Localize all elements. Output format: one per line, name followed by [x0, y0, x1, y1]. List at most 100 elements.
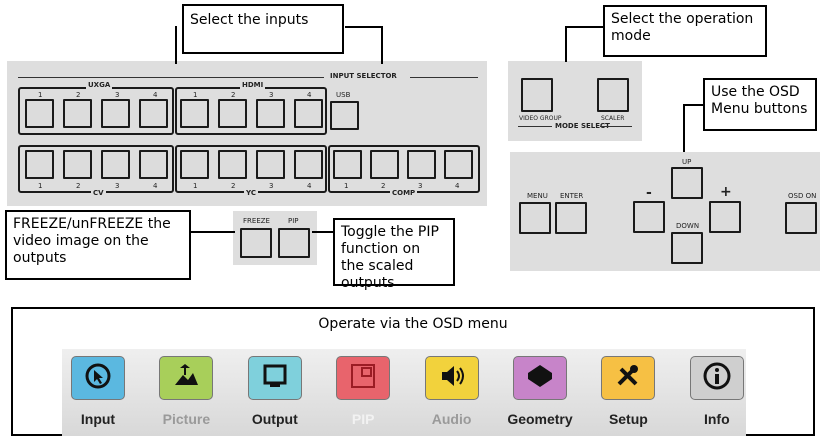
cursor-icon	[83, 361, 113, 395]
freeze-leader	[191, 231, 235, 233]
enter-button[interactable]	[555, 202, 587, 234]
comp-input-1-button[interactable]	[333, 150, 362, 179]
uxga-number-3: 3	[115, 91, 120, 99]
uxga-number-1: 1	[38, 91, 43, 99]
osd-menu-pip-button[interactable]	[336, 356, 391, 400]
hdmi-input-1-button[interactable]	[180, 99, 209, 128]
osd-buttons-leader-h	[683, 104, 705, 106]
video-group-label: VIDEO GROUP	[519, 115, 562, 122]
osd-menu-picture-button[interactable]	[159, 356, 214, 400]
tools-icon	[613, 361, 643, 395]
yc-number-3: 3	[269, 182, 274, 190]
osd-menu-setup-label: Setup	[608, 411, 648, 427]
yc-number-1: 1	[193, 182, 198, 190]
operation-mode-leader-h	[565, 26, 605, 28]
hdmi-input-4-button[interactable]	[294, 99, 323, 128]
comp-input-4-button[interactable]	[444, 150, 473, 179]
osd-menu-geometry-button[interactable]	[513, 356, 567, 400]
osd-menu-pip-label: PIP	[351, 411, 375, 427]
menu-label: MENU	[527, 192, 548, 200]
select-inputs-callout: Select the inputs	[182, 4, 344, 54]
yc-number-2: 2	[231, 182, 236, 190]
hdmi-group-label: HDMI	[240, 81, 266, 89]
uxga-input-4-button[interactable]	[139, 99, 168, 128]
osd-menu-output-label: Output	[251, 411, 298, 427]
yc-input-1-button[interactable]	[180, 150, 209, 179]
osd-menu-info-button[interactable]	[689, 356, 744, 400]
operation-mode-callout: Select the operation mode	[603, 5, 767, 57]
scaler-button[interactable]	[597, 78, 629, 112]
osd-menu-output-button[interactable]	[247, 356, 302, 400]
info-icon	[702, 361, 732, 395]
cv-input-2-button[interactable]	[63, 150, 92, 179]
osd-menu-input-label: Input	[80, 411, 116, 427]
comp-input-3-button[interactable]	[407, 150, 436, 179]
hdmi-input-2-button[interactable]	[218, 99, 247, 128]
select-inputs-leader-h	[345, 26, 383, 28]
freeze-callout: FREEZE/unFREEZE the video image on the o…	[5, 210, 191, 280]
picture-icon	[171, 361, 201, 395]
up-button[interactable]	[671, 167, 703, 199]
mode-select-line-right	[600, 126, 632, 127]
osd-buttons-callout: Use the OSD Menu buttons	[703, 78, 817, 131]
plus-button[interactable]	[709, 201, 741, 233]
usb-button[interactable]	[330, 101, 359, 130]
hdmi-number-4: 4	[307, 91, 312, 99]
cv-input-1-button[interactable]	[25, 150, 54, 179]
operation-mode-leader-v	[565, 26, 567, 62]
uxga-input-1-button[interactable]	[25, 99, 54, 128]
pip-button[interactable]	[278, 228, 310, 258]
hdmi-number-2: 2	[231, 91, 236, 99]
pip-leader	[312, 231, 334, 233]
mode-select-title: MODE SELECT	[555, 122, 610, 130]
osd-menu-audio-button[interactable]	[424, 356, 479, 400]
hdmi-input-3-button[interactable]	[256, 99, 285, 128]
enter-label: ENTER	[560, 192, 584, 200]
uxga-input-2-button[interactable]	[63, 99, 92, 128]
uxga-number-4: 4	[153, 91, 158, 99]
osd-menu-geometry-label: Geometry	[507, 411, 573, 427]
minus-label: -	[646, 185, 652, 201]
osd-menu-audio-label: Audio	[431, 411, 472, 427]
video-group-button[interactable]	[521, 78, 553, 112]
up-label: UP	[682, 158, 692, 166]
down-label: DOWN	[676, 222, 700, 230]
uxga-group-label: UXGA	[86, 81, 113, 89]
select-inputs-leader-v2	[381, 26, 383, 64]
cv-input-4-button[interactable]	[139, 150, 168, 179]
comp-number-1: 1	[344, 182, 349, 190]
hdmi-number-1: 1	[193, 91, 198, 99]
comp-input-2-button[interactable]	[370, 150, 399, 179]
selector-title-line-right	[410, 77, 478, 78]
down-button[interactable]	[671, 232, 703, 264]
osd-menu-info-label: Info	[703, 411, 730, 427]
yc-input-3-button[interactable]	[256, 150, 285, 179]
cv-number-4: 4	[153, 182, 158, 190]
minus-button[interactable]	[633, 201, 665, 233]
cv-number-3: 3	[115, 182, 120, 190]
select-inputs-leader-v	[175, 26, 177, 64]
comp-number-4: 4	[455, 182, 460, 190]
osd-on-label: OSD ON	[788, 192, 817, 200]
osd-menu-picture-label: Picture	[162, 411, 211, 427]
cv-number-2: 2	[76, 182, 81, 190]
comp-number-2: 2	[381, 182, 386, 190]
cv-group-label: CV	[91, 189, 106, 197]
cv-number-1: 1	[38, 182, 43, 190]
osd-menu-setup-button[interactable]	[601, 356, 656, 400]
geometry-icon	[525, 361, 555, 395]
freeze-button[interactable]	[240, 228, 272, 258]
yc-input-2-button[interactable]	[218, 150, 247, 179]
menu-button[interactable]	[519, 202, 551, 234]
cv-input-3-button[interactable]	[101, 150, 130, 179]
scaler-label: SCALER	[601, 115, 625, 122]
yc-number-4: 4	[307, 182, 312, 190]
mode-select-line-left	[518, 126, 552, 127]
yc-input-4-button[interactable]	[294, 150, 323, 179]
usb-label: USB	[336, 91, 351, 99]
pip-icon	[348, 361, 378, 395]
osd-menu-input-button[interactable]	[71, 356, 125, 400]
osd-on-button[interactable]	[785, 202, 817, 234]
hdmi-number-3: 3	[269, 91, 274, 99]
uxga-input-3-button[interactable]	[101, 99, 130, 128]
